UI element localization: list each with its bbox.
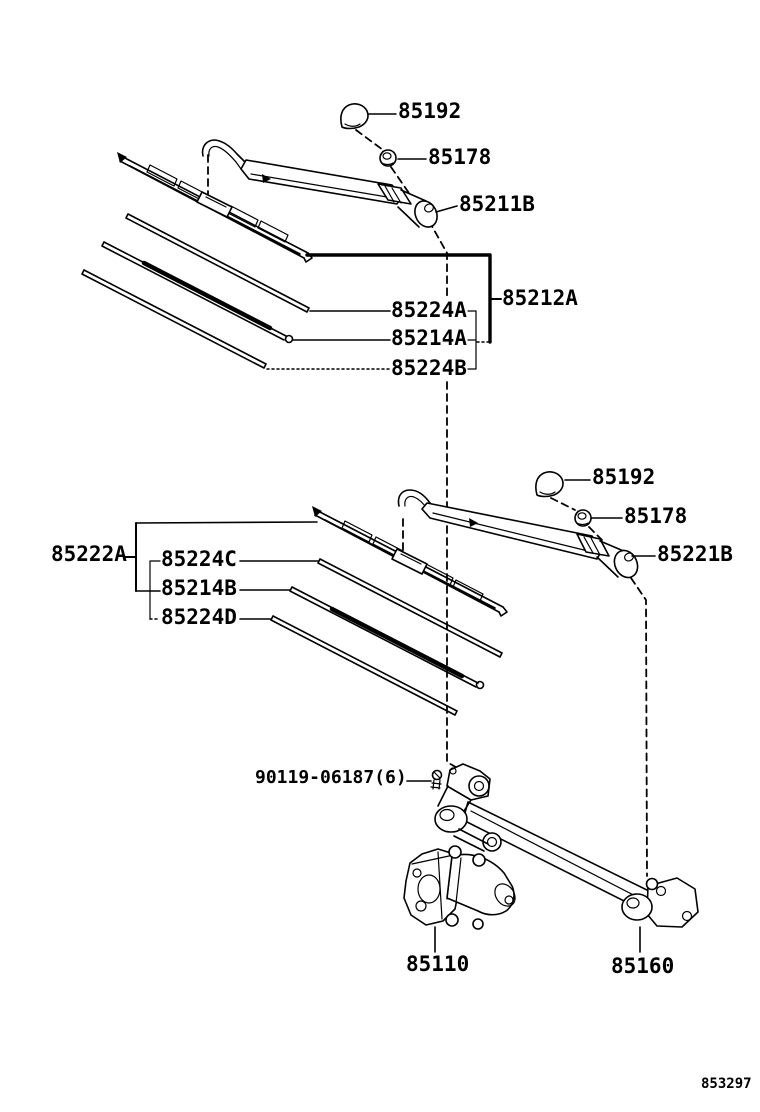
figure-code: 853297 (701, 1076, 752, 1092)
wiper-blade-no1-drawing (117, 152, 313, 263)
construction-dashed-lines (207, 129, 648, 877)
arm-set-nut-no1-drawing (379, 149, 397, 167)
part-number-link: 85160 (611, 954, 675, 978)
callout-lines-section1 (266, 113, 502, 370)
wiper-arm-no2-drawing (397, 489, 639, 579)
blade-insert-no1-drawing (125, 213, 310, 313)
arm-head-cap-no2-drawing (535, 471, 564, 498)
part-number-s1-arm: 85211B (459, 192, 535, 216)
wiper-link-assembly-drawing (462, 801, 699, 953)
part-number-s2-insert-c: 85224C (161, 547, 237, 571)
part-number-screw: 90119-06187(6) (255, 767, 407, 788)
arm-head-cap-no1-drawing (340, 103, 369, 130)
part-number-motor: 85110 (406, 952, 470, 976)
part-number-s2-rubber: 85214B (161, 576, 237, 600)
wiper-motor-drawing (403, 845, 516, 953)
arm-set-nut-no2-drawing (574, 509, 592, 527)
part-number-s2-nut: 85178 (624, 504, 688, 528)
blade-rubber-no1-drawing (101, 241, 294, 344)
blade-insert-no3-drawing (317, 558, 503, 658)
part-number-s1-insert-b: 85224B (391, 356, 467, 380)
blade-insert-no4-drawing (270, 615, 458, 716)
part-number-s2-arm: 85221B (657, 542, 733, 566)
blade-rubber-no2-drawing (289, 586, 485, 690)
part-number-s2-cap: 85192 (592, 465, 656, 489)
part-number-s1-cap: 85192 (398, 99, 462, 123)
wiper-blade-no2-drawing (312, 506, 508, 617)
mounting-screw-drawing (406, 769, 443, 790)
callout-lines-section2 (124, 479, 656, 620)
part-number-s1-insert-a: 85224A (391, 298, 467, 322)
wiper-arm-no1-drawing (201, 139, 438, 228)
motor-crank-pivot-drawing (434, 763, 491, 852)
part-number-s1-blade-assy: 85212A (502, 286, 578, 310)
part-number-s2-blade-assy: 85222A (51, 542, 127, 566)
part-number-s1-nut: 85178 (428, 145, 492, 169)
part-number-s2-insert-d: 85224D (161, 605, 237, 629)
part-number-s1-rubber: 85214A (391, 326, 467, 350)
blade-insert-no2-drawing (81, 269, 267, 369)
